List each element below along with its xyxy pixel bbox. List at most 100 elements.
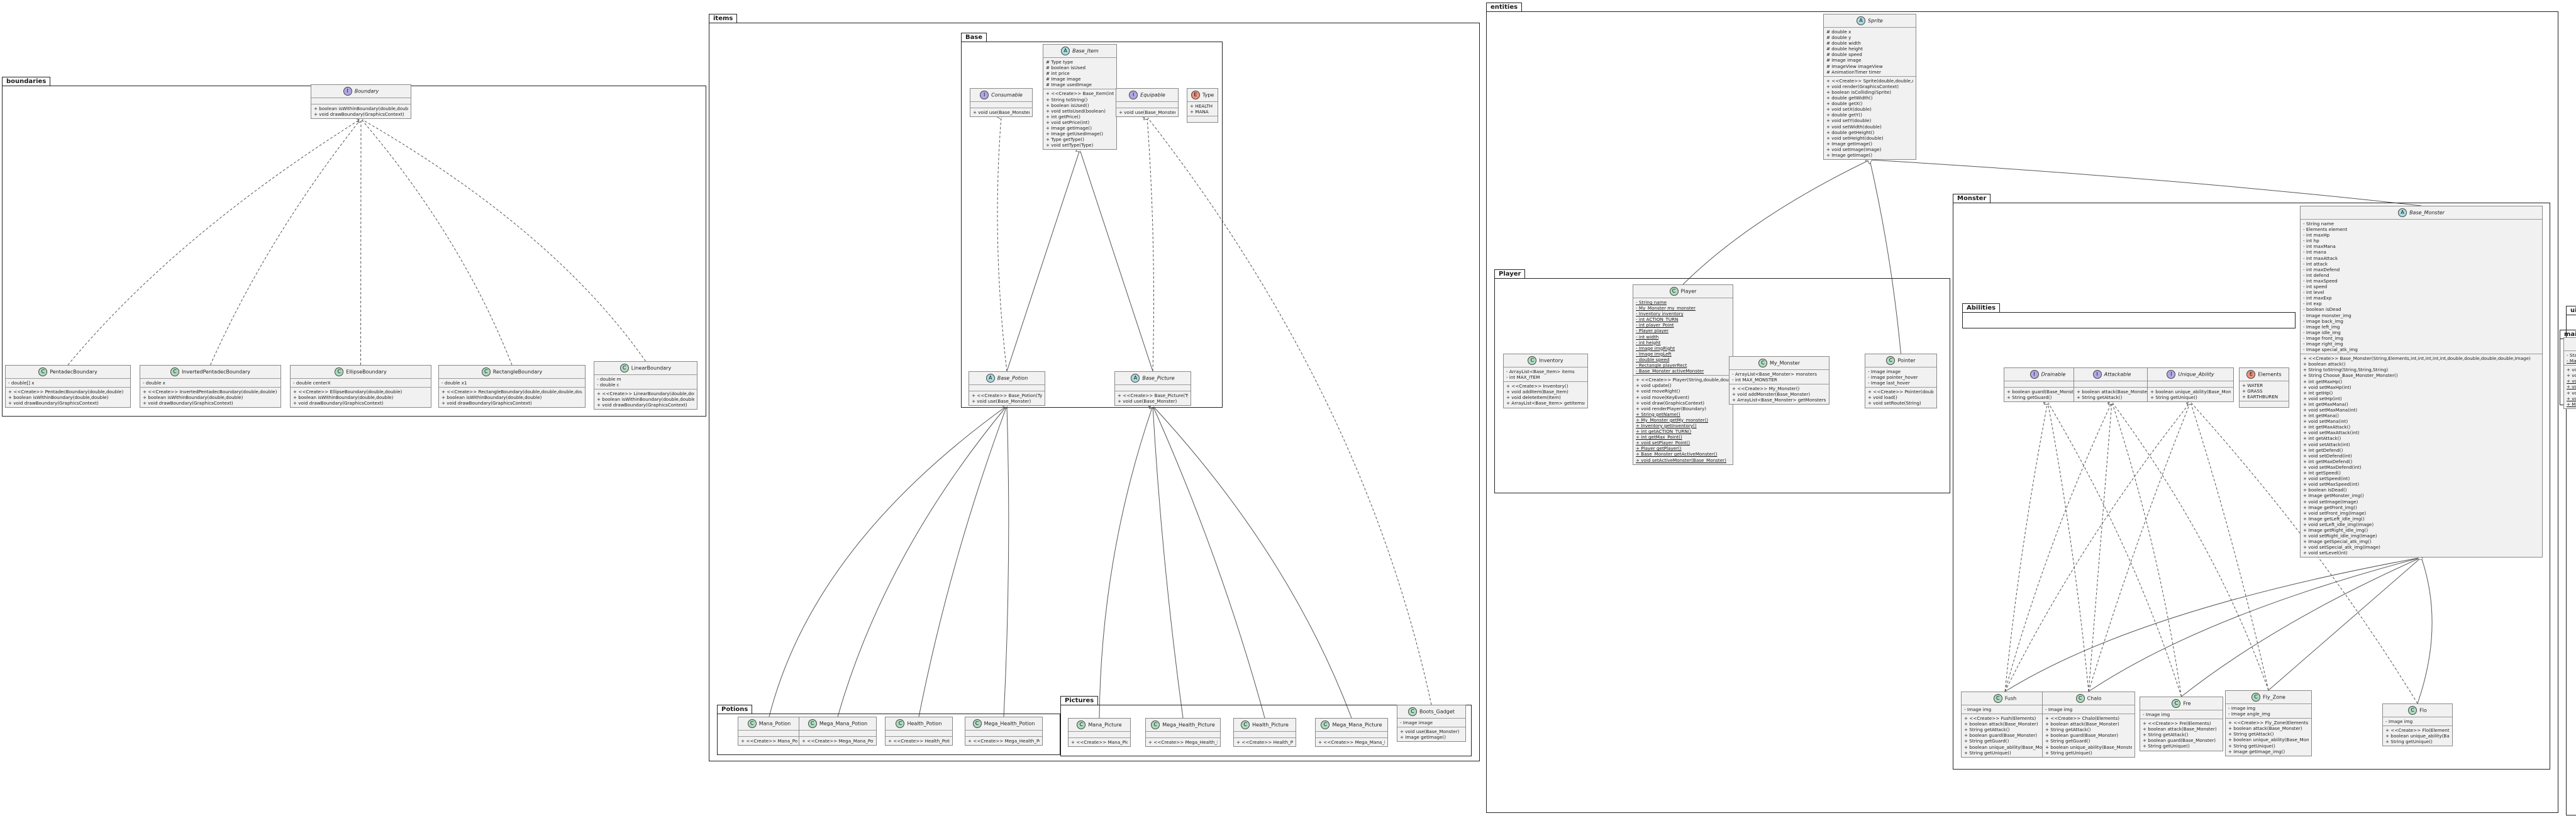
field: - int ACTION_TURN — [1636, 317, 1679, 323]
method: + boolean guard(Base_Monster) — [1964, 732, 2038, 739]
class-main[interactable]: CMain- Stage primaryStage- Main instance… — [2563, 337, 2576, 409]
method: + <<Create>> PentadecBoundary(double,dou… — [8, 389, 124, 395]
field: - Image left_img — [2303, 323, 2340, 330]
method: + void setHeight(double) — [1826, 135, 1884, 141]
field-list — [1116, 101, 1178, 108]
class-name: Boots_Gadget — [1419, 709, 1455, 715]
field: # double y — [1826, 35, 1852, 41]
method: + void setIsUsed(boolean) — [1046, 108, 1106, 114]
class-name: Attackable — [2104, 371, 2131, 378]
method-list: + <<Create>> Base_Potion(Type,int)+ void… — [969, 391, 1045, 405]
method: + void setType(Type) — [1046, 142, 1094, 148]
interface-icon: I — [1129, 91, 1138, 99]
realization-arrow — [361, 119, 513, 366]
class-name: Equipable — [1140, 92, 1165, 98]
class-icon: C — [1886, 356, 1896, 365]
method: + Image getImage_img() — [2228, 748, 2285, 754]
field: - double centerX — [293, 380, 331, 386]
generalization-arrow — [837, 406, 1007, 717]
method: + void setFront_img(Image) — [2303, 510, 2367, 516]
method-list: + <<Create>> Mega_Mana_Potion() — [799, 736, 876, 745]
method: + void start(Stage) — [2567, 367, 2576, 373]
method: + String toString() — [1046, 96, 1088, 103]
class-icon: C — [2408, 706, 2418, 715]
method-list: + <<Create>> Flo(Elements)+ boolean uniq… — [2383, 726, 2452, 746]
method: + void setRight_idle_img(Image) — [2303, 533, 2377, 539]
method: + void setSpecial_atk_img(Image) — [2303, 544, 2380, 551]
class-name: RectangleBoundary — [492, 369, 543, 375]
method: + Image getRight_idle_img() — [2303, 527, 2368, 533]
method-list: + <<Create>> Fly_Zone(Elements)+ boolean… — [2226, 718, 2311, 756]
method: + void changeScene(String,Boolean) — [2567, 378, 2576, 384]
enum-icon: E — [1191, 91, 1200, 99]
realization-arrow — [997, 117, 1008, 372]
method: + boolean attack(Base_Monster) — [2045, 721, 2119, 727]
method: + boolean guard(Base_Monster) — [2045, 732, 2119, 739]
class-name: PentadecBoundary — [50, 369, 97, 375]
method-list: + <<Create>> Mana_Picture() — [1069, 737, 1130, 746]
package-frame — [1953, 203, 2550, 770]
package-player-pkg: Player — [1494, 269, 1950, 493]
package-ui-pkg: ui — [2566, 306, 2576, 815]
field: - int speed — [2303, 284, 2328, 290]
field: - Rectangle playerRect — [1636, 362, 1687, 369]
field: # boolean isUsed — [1046, 65, 1086, 71]
method-list: + boolean guard(Base_Monster)+ String ge… — [2004, 387, 2091, 401]
method: + void setMaxSpeed(int) — [2303, 481, 2360, 488]
method-list: + void use(Base_Monster) — [1116, 108, 1178, 116]
method-list: + boolean attack(Base_Monster)+ String g… — [2074, 387, 2150, 401]
method: + String getAttack() — [2143, 732, 2189, 738]
field: + MANA — [1190, 109, 1209, 115]
class-name: Drainable — [2041, 371, 2066, 378]
method: + int getMaxDefend() — [2303, 458, 2353, 464]
method: + void update() — [1636, 383, 1672, 389]
method: + <<Create>> Sprite(double,double,double… — [1826, 77, 1913, 84]
method: + Player getPlayer() — [1636, 445, 1682, 452]
field-list: + HEALTH+ MANA — [1187, 101, 1218, 116]
field: - Image imgLeft — [1636, 350, 1672, 357]
method: + double getHeight() — [1826, 129, 1875, 135]
class-name: Mega_Health_Potion — [984, 720, 1035, 727]
method: + <<Create>> Chalo(Elements) — [2045, 715, 2120, 722]
interface-icon: I — [2167, 370, 2176, 379]
package-label: main — [2560, 330, 2576, 339]
